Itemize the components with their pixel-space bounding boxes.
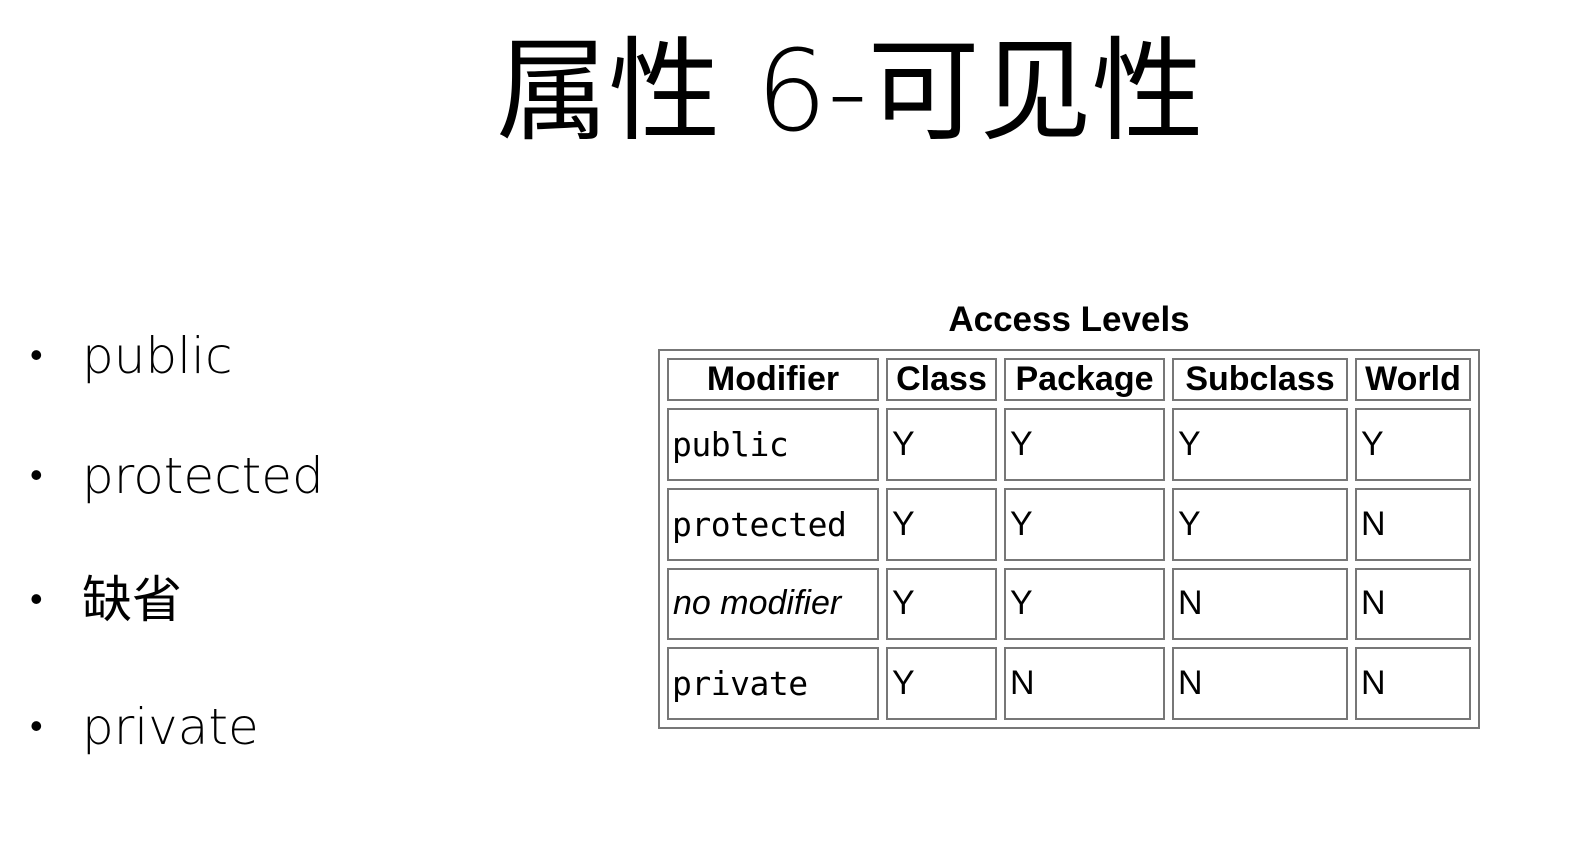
access-cell: Y [1004, 487, 1165, 561]
bullet-dot-icon: • [30, 579, 43, 620]
bullet-text: public [82, 327, 233, 385]
access-cell: Y [1172, 408, 1348, 481]
header-package: Package [1004, 358, 1165, 401]
bullet-text: 缺省 [82, 571, 182, 629]
table-row: public Y Y Y Y [667, 408, 1471, 481]
access-cell: N [1172, 567, 1348, 641]
access-cell: Y [886, 567, 997, 641]
modifier-cell: protected [667, 487, 879, 561]
table-header-row: Modifier Class Package Subclass World [667, 358, 1471, 401]
bullet-text: protected [82, 447, 324, 505]
access-cell: Y [1004, 567, 1165, 641]
bullet-text: private [82, 698, 259, 756]
table-row: no modifier Y Y N N [667, 567, 1471, 641]
access-cell: N [1355, 647, 1471, 720]
bullet-item: • protected [30, 446, 324, 506]
access-cell: Y [886, 647, 997, 720]
table-row: private Y N N N [667, 647, 1471, 720]
header-class: Class [886, 358, 997, 401]
access-cell: N [1004, 647, 1165, 720]
access-cell: Y [886, 408, 997, 481]
header-subclass: Subclass [1172, 358, 1348, 401]
header-modifier: Modifier [667, 358, 879, 401]
bullet-item: • private [30, 697, 259, 757]
bullet-item: • public [30, 326, 232, 386]
bullet-dot-icon: • [30, 706, 43, 747]
access-cell: Y [886, 487, 997, 561]
slide-title: 属性 6-可见性 [496, 27, 1204, 157]
table-caption: Access Levels [948, 300, 1190, 339]
modifier-cell: private [667, 647, 879, 720]
modifier-cell: public [667, 408, 879, 481]
access-cell: Y [1355, 408, 1471, 481]
access-levels-table: Modifier Class Package Subclass World pu… [658, 349, 1480, 729]
bullet-item: • 缺省 [30, 570, 182, 630]
access-cell: Y [1004, 408, 1165, 481]
bullet-dot-icon: • [30, 455, 43, 496]
header-world: World [1355, 358, 1471, 401]
bullet-dot-icon: • [30, 335, 43, 376]
access-cell: N [1355, 567, 1471, 641]
access-cell: Y [1172, 487, 1348, 561]
access-cell: N [1355, 487, 1471, 561]
table-row: protected Y Y Y N [667, 487, 1471, 561]
modifier-cell: no modifier [667, 567, 879, 641]
access-cell: N [1172, 647, 1348, 720]
